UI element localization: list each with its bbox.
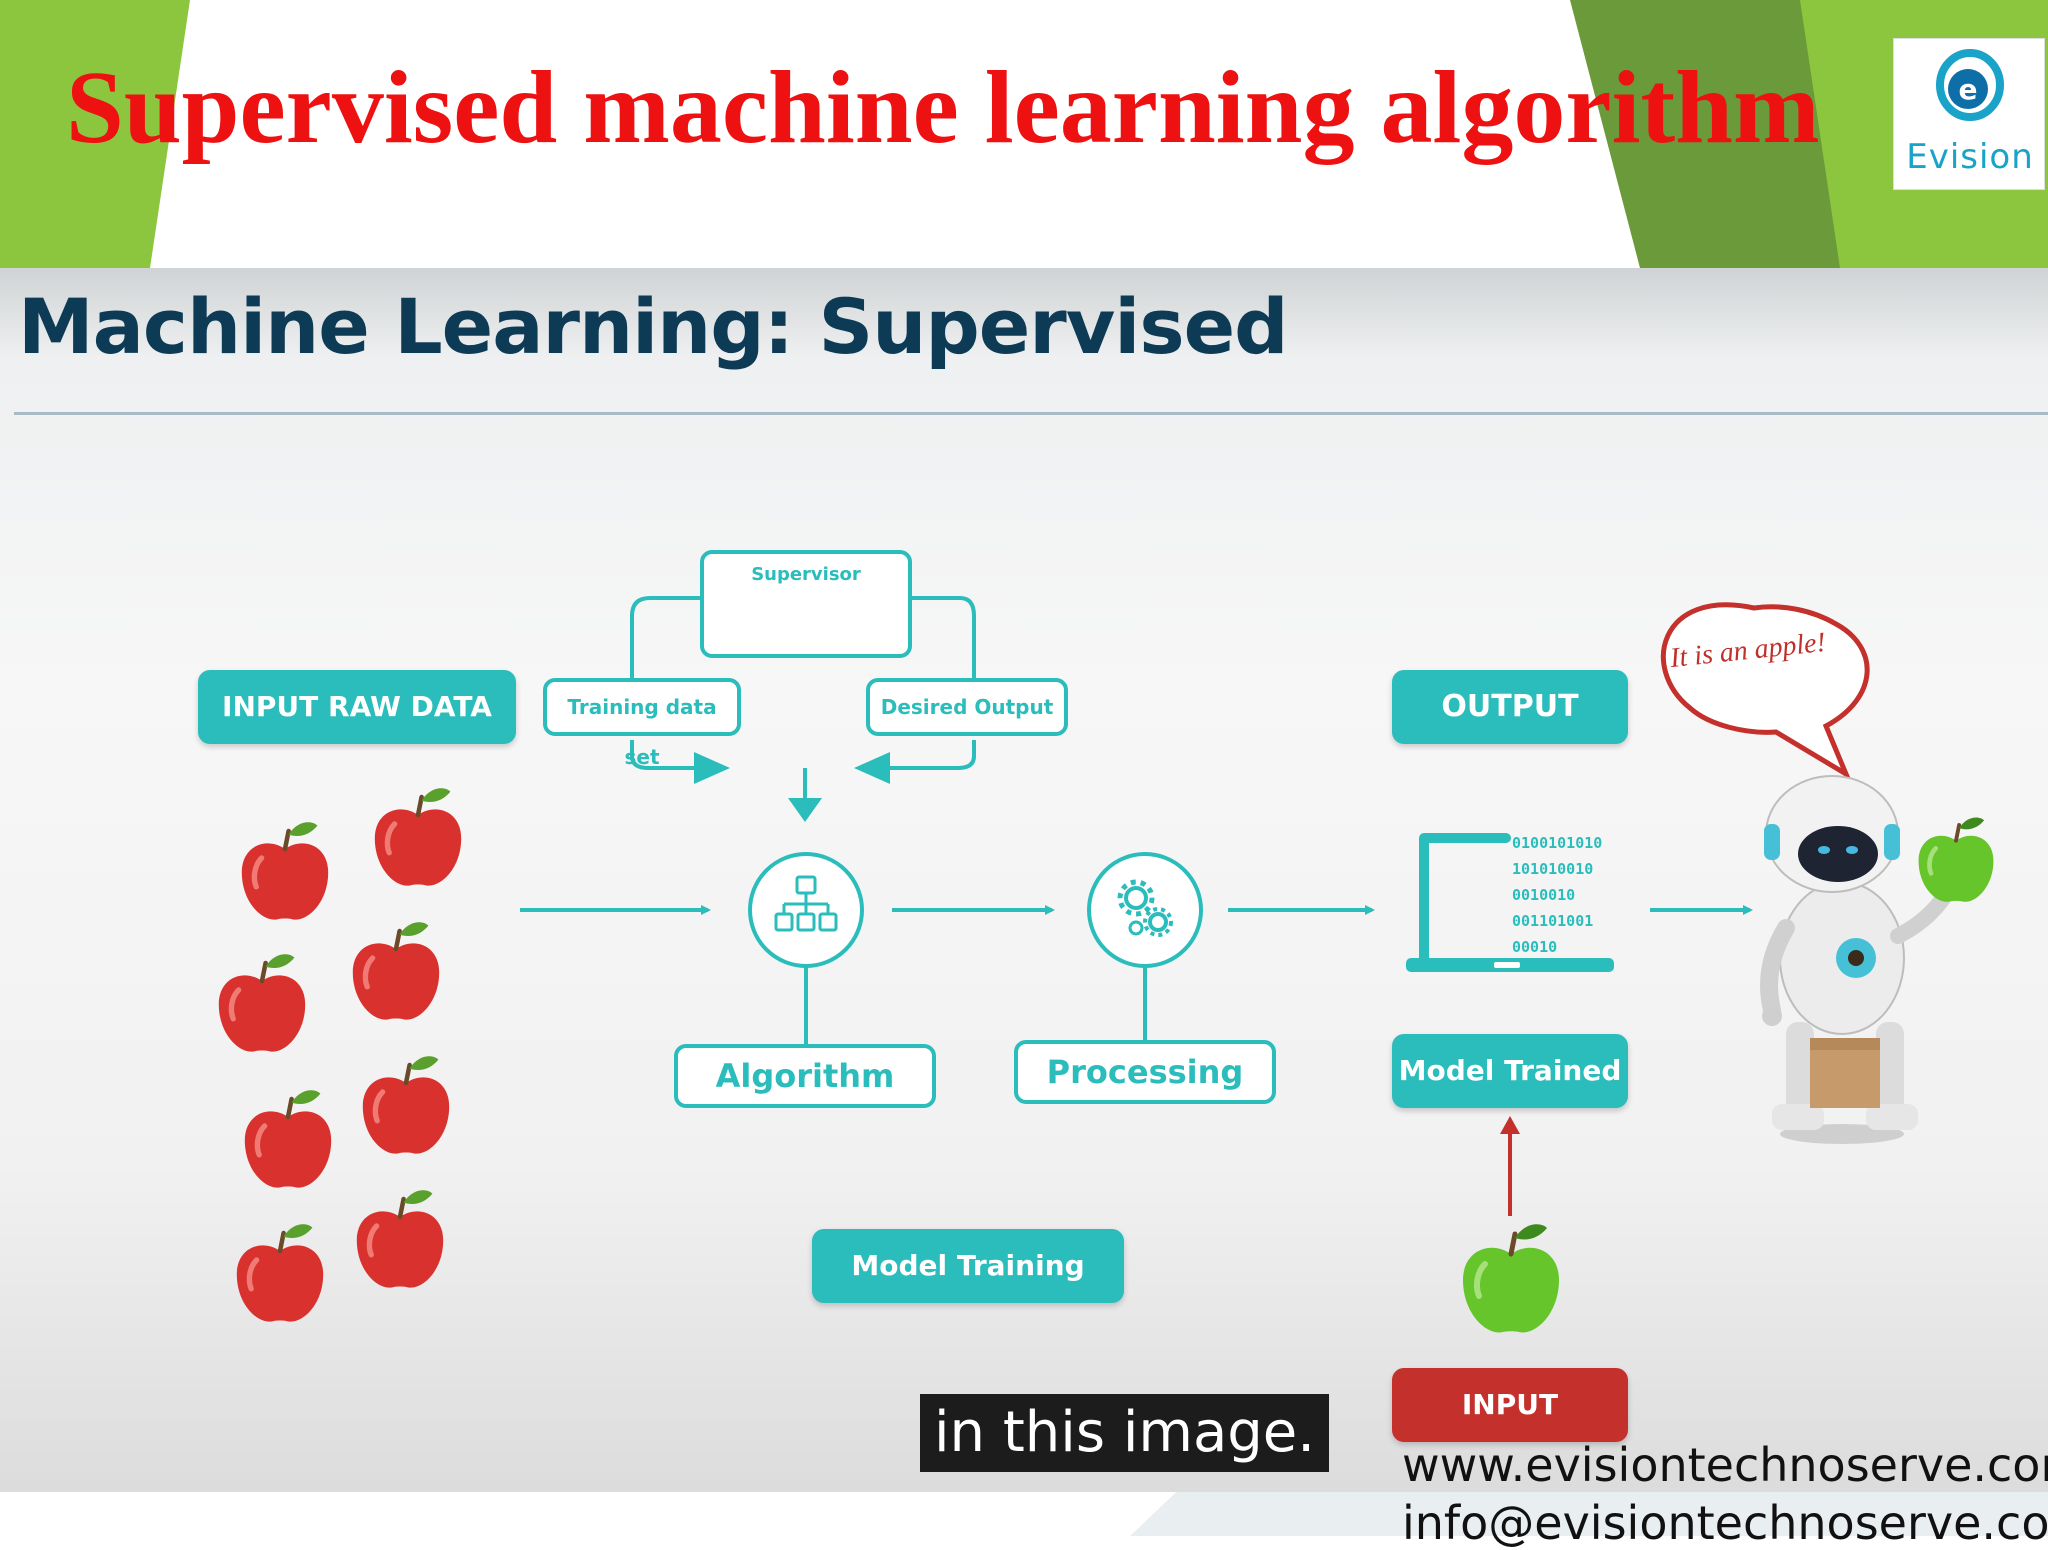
supervised-learning-diagram: 0100101010 101010010 0010010 001101001 0… <box>0 587 2048 1492</box>
label-input: INPUT <box>1392 1368 1628 1442</box>
label-output: OUTPUT <box>1392 670 1628 744</box>
svg-text:0010010: 0010010 <box>1512 886 1575 904</box>
svg-text:e: e <box>1959 73 1978 106</box>
label-supervisor: Supervisor <box>751 564 861 585</box>
label-algorithm: Algorithm <box>674 1044 936 1108</box>
algorithm-node <box>748 852 864 1044</box>
robot-illustration <box>1760 775 1993 1144</box>
supervisor-box: Supervisor <box>700 550 912 658</box>
gears-icon <box>1117 879 1173 937</box>
evision-logo-text: Evision <box>1906 137 2034 177</box>
arrowhead-training <box>694 752 730 784</box>
supervisor-feedback-loop <box>630 596 976 803</box>
svg-text:101010010: 101010010 <box>1512 860 1593 878</box>
speech-bubble <box>1660 602 1870 781</box>
label-model-trained: Model Trained <box>1392 1034 1628 1108</box>
label-desired-output: Desired Output <box>866 678 1068 736</box>
input-green-apple <box>1463 1224 1559 1332</box>
slide-title: Supervised machine learning algorithm <box>66 50 1820 165</box>
footer-website: www.evisiontechnoserve.com <box>1402 1438 2048 1492</box>
arrowhead-to-algorithm <box>788 798 822 822</box>
arrowhead-desired <box>854 752 890 784</box>
hierarchy-icon <box>774 875 838 932</box>
evision-logo-icon: e <box>1936 49 2004 121</box>
label-input-raw-data: INPUT RAW DATA <box>198 670 516 744</box>
svg-text:0100101010: 0100101010 <box>1512 834 1602 852</box>
raw-data-apples <box>219 788 461 1321</box>
svg-text:00010: 00010 <box>1512 938 1557 956</box>
embedded-video-frame: Machine Learning: Supervised <box>0 268 2048 1492</box>
label-processing: Processing <box>1014 1040 1276 1104</box>
binary-output-text: 0100101010 101010010 0010010 001101001 0… <box>1512 834 1602 956</box>
video-title: Machine Learning: Supervised <box>18 282 1289 371</box>
input-arrow <box>1500 1116 1520 1216</box>
video-title-divider <box>14 412 2048 415</box>
label-training-data-set: Training data set <box>543 678 741 769</box>
footer-email: info@evisiontechnoserve.com <box>1402 1496 2048 1550</box>
laptop-icon <box>1406 833 1614 972</box>
label-model-training: Model Training <box>812 1229 1124 1303</box>
processing-node <box>1087 852 1203 1040</box>
evision-logo: e Evision <box>1893 38 2045 190</box>
video-caption: in this image. <box>920 1394 1330 1472</box>
svg-text:001101001: 001101001 <box>1512 912 1593 930</box>
